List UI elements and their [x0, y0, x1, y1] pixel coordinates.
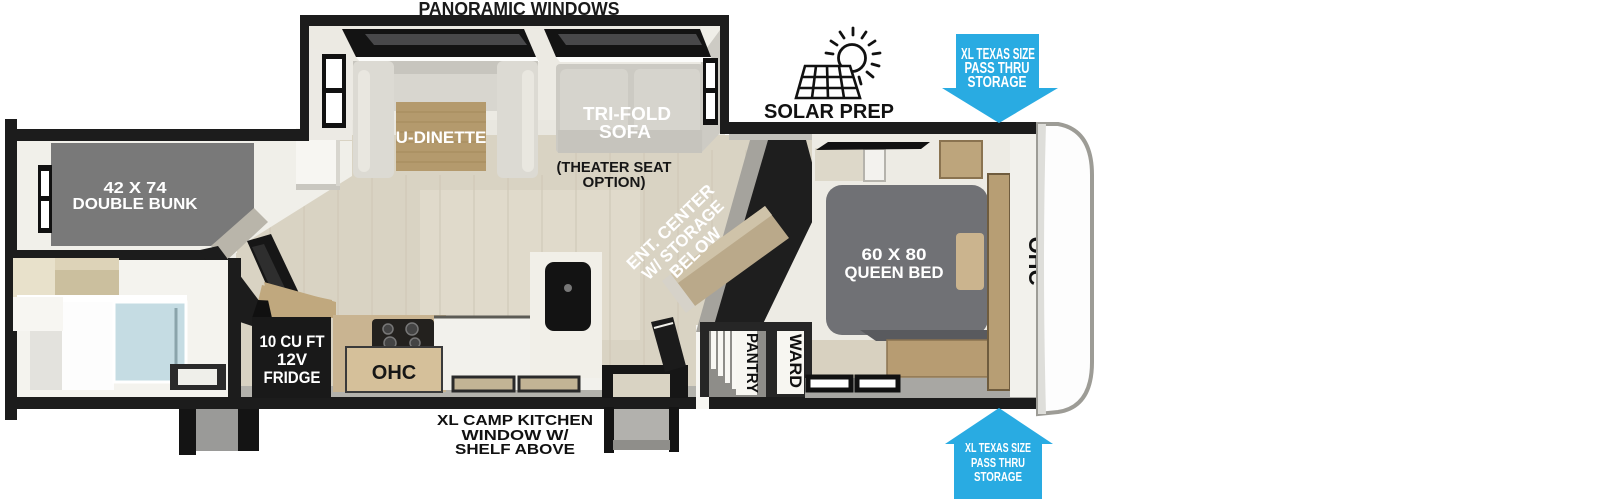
svg-text:SOFA: SOFA [599, 122, 651, 142]
svg-text:SHELF ABOVE: SHELF ABOVE [455, 441, 575, 458]
svg-text:OHC: OHC [372, 362, 416, 384]
svg-text:10 CU FT: 10 CU FT [260, 332, 326, 351]
svg-text:STORAGE: STORAGE [968, 74, 1027, 91]
svg-text:QUEEN BED: QUEEN BED [845, 263, 944, 282]
svg-text:12V: 12V [277, 350, 308, 369]
svg-text:OPTION): OPTION) [583, 174, 646, 191]
svg-text:TRI-FOLD: TRI-FOLD [583, 104, 671, 124]
svg-text:WARD: WARD [786, 334, 805, 388]
svg-text:PASS THRU: PASS THRU [971, 455, 1025, 470]
svg-text:SOLAR PREP: SOLAR PREP [764, 101, 894, 123]
svg-text:DOUBLE BUNK: DOUBLE BUNK [73, 196, 198, 213]
svg-text:60 X 80: 60 X 80 [862, 245, 927, 264]
svg-text:XL TEXAS SIZE: XL TEXAS SIZE [961, 46, 1035, 63]
svg-text:STORAGE: STORAGE [974, 469, 1022, 484]
svg-text:FRIDGE: FRIDGE [264, 368, 321, 387]
svg-text:WINDOW W/: WINDOW W/ [462, 427, 570, 444]
svg-text:XL CAMP KITCHEN: XL CAMP KITCHEN [437, 412, 593, 429]
svg-text:PANORAMIC WINDOWS: PANORAMIC WINDOWS [419, 0, 620, 19]
svg-text:42 X 74: 42 X 74 [104, 180, 167, 197]
svg-text:(THEATER SEAT: (THEATER SEAT [557, 159, 672, 176]
svg-text:PASS THRU: PASS THRU [965, 60, 1030, 77]
svg-text:U-DINETTE: U-DINETTE [396, 128, 487, 147]
svg-text:PANTRY: PANTRY [743, 333, 760, 393]
svg-text:XL TEXAS SIZE: XL TEXAS SIZE [965, 440, 1031, 455]
